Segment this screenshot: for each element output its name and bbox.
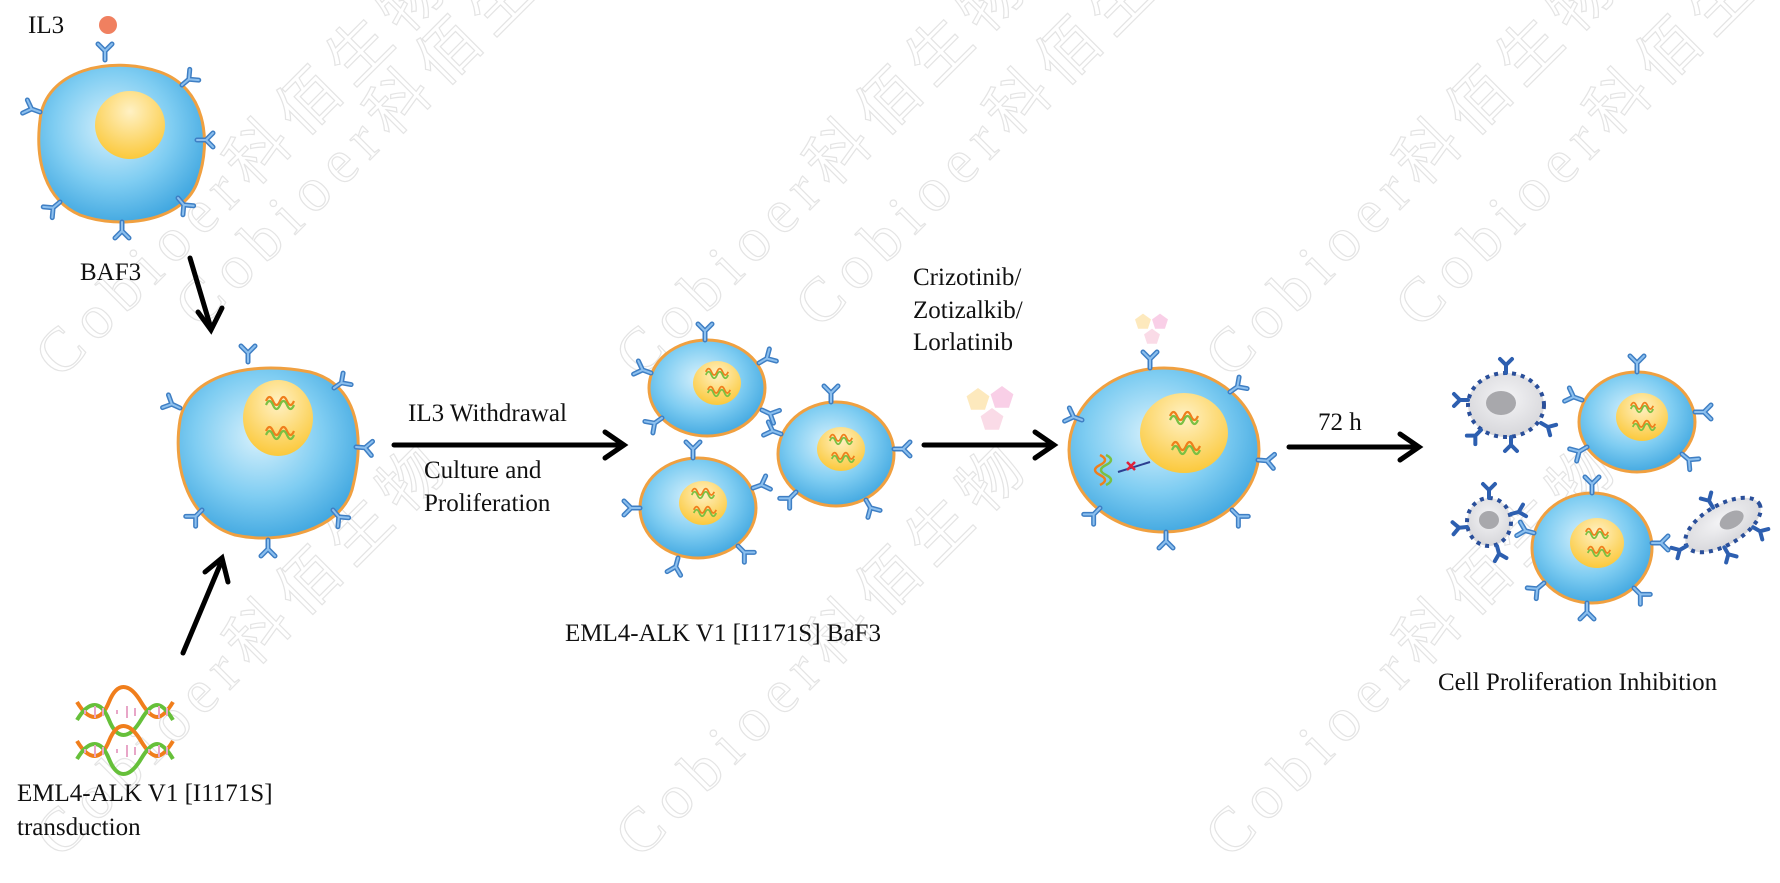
drug-label-1: Crizotinib/ [913,264,1021,291]
il3-label: IL3 [28,12,64,39]
arrow-drug-treatment [921,429,1059,461]
arrow-up [180,553,231,656]
arrow-down [187,255,225,335]
il3-withdrawal-label: IL3 Withdrawal [408,400,567,427]
arrow-incubation [1286,431,1424,463]
culture-label-line2: Proliferation [424,490,551,517]
drug-molecule-icon [966,386,1014,430]
baf3-cell [23,44,213,238]
dead-cell [1452,357,1559,453]
arrow-withdrawal [391,429,629,461]
baf3-label: BAF3 [80,259,141,286]
watermark: Cobioer科佰生物 [1192,427,1634,869]
time-label: 72 h [1318,409,1362,436]
il3-cytokine-icon [99,16,117,34]
transduced-cell [163,346,373,556]
dead-cell [1450,482,1529,564]
drug-molecule-icon [1135,313,1168,344]
treated-cell [1065,313,1275,548]
transduction-label-line1: EML4-ALK V1 [I1171S] [17,780,273,807]
proliferating-cells [624,324,910,575]
drug-label-2: Zotizalkib/ [913,297,1023,324]
result-cells [1450,356,1771,619]
cell-line-label: EML4-ALK V1 [I1171S] BaF3 [565,620,881,647]
drug-label-3: Lorlatinib [913,329,1013,356]
result-label: Cell Proliferation Inhibition [1438,669,1718,696]
culture-label-line1: Culture and [424,457,542,484]
dead-cell [1669,490,1771,565]
transduction-label-line2: transduction [17,814,141,841]
